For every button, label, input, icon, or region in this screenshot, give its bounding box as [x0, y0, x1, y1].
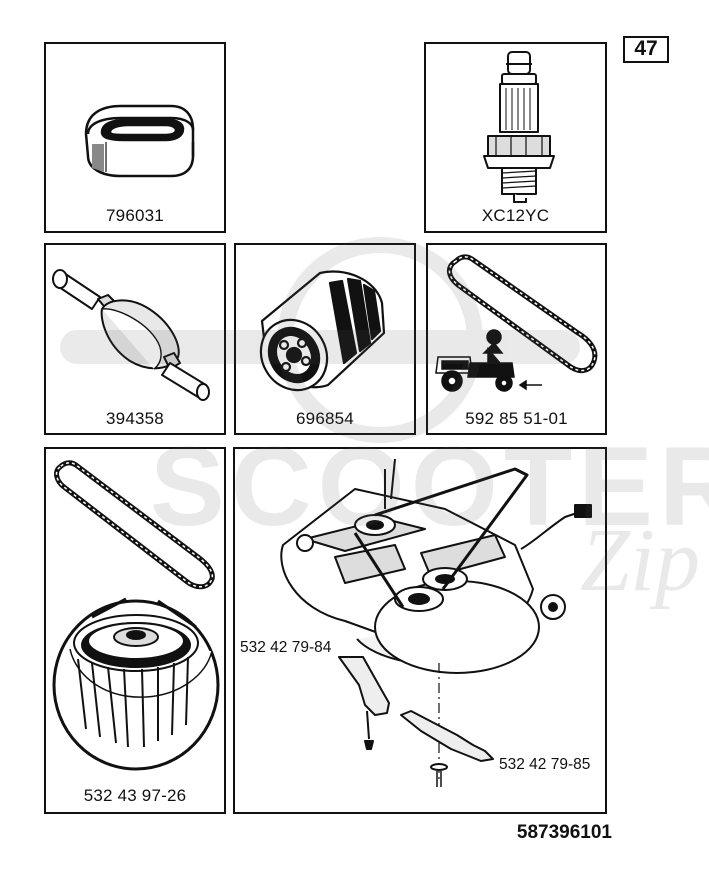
- part-number: 796031: [106, 206, 164, 225]
- mower-deck-panel: 532 42 79-84 532 42 79-85: [233, 447, 607, 814]
- part-number: 592 85 51-01: [465, 409, 568, 428]
- part-number: 696854: [296, 409, 354, 428]
- oil-filter-icon: [259, 270, 386, 392]
- part-panel-696854: 696854: [234, 243, 416, 435]
- fuel-filter-icon: [52, 269, 210, 401]
- part-number: XC12YC: [481, 206, 550, 225]
- part-panel-532-43-97-26: 532 43 97-26: [44, 447, 226, 814]
- part-panel-592-85-51-01: 592 85 51-01: [426, 243, 607, 435]
- part-number: 532 43 97-26: [83, 786, 187, 805]
- page-number: 47: [623, 36, 669, 63]
- document-number: 587396101: [516, 822, 612, 843]
- part-panel-394358: 394358: [44, 243, 226, 435]
- blade-right-callout: 532 42 79-85: [499, 756, 591, 773]
- belt-pulley-icon: [52, 460, 220, 771]
- part-panel-xc12yc: XC12YC: [424, 42, 607, 233]
- part-number: 394358: [106, 409, 164, 428]
- drive-belt-tractor-icon: [435, 254, 598, 392]
- oval-sleeve-icon: [84, 104, 195, 178]
- part-panel-796031: 796031: [44, 42, 226, 233]
- blade-left-callout: 532 42 79-84: [240, 639, 332, 656]
- mower-deck-icon: [280, 458, 592, 787]
- spark-plug-icon: [483, 51, 555, 203]
